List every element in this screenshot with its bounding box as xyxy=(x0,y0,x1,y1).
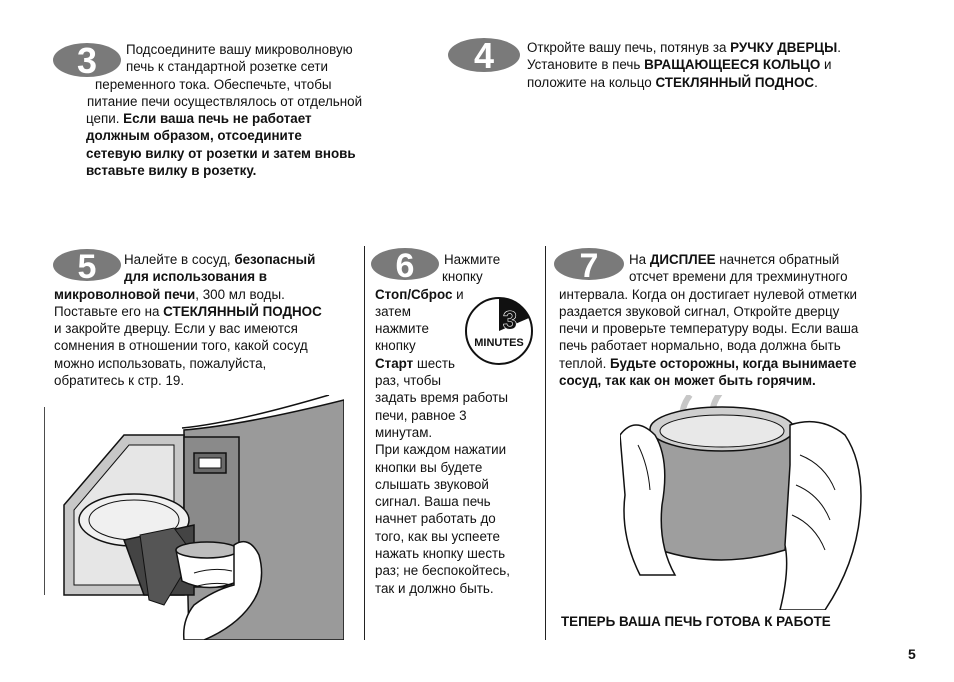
step-7-badge: 7 xyxy=(553,247,625,281)
svg-text:7: 7 xyxy=(580,247,599,281)
step-4-badge: 4 xyxy=(447,37,521,73)
column-divider-right xyxy=(545,246,546,640)
svg-text:6: 6 xyxy=(396,247,415,281)
hands-holding-cup-illustration xyxy=(620,395,862,610)
svg-text:4: 4 xyxy=(474,37,494,73)
timer-3-minutes-icon: 3 MINUTES xyxy=(465,297,533,365)
step-4-text: Откройте вашу печь, потянув за РУЧКУ ДВЕ… xyxy=(527,40,841,90)
column-divider-left xyxy=(364,246,365,640)
step-7-text: На ДИСПЛЕЕ начнется обратный отсчет врем… xyxy=(559,252,859,389)
svg-text:3: 3 xyxy=(77,42,97,78)
step-6-badge: 6 xyxy=(370,247,440,281)
step-5-badge: 5 xyxy=(52,248,122,282)
step-6-text: Нажмите кнопку Стоп/Сброс и затем нажмит… xyxy=(375,252,511,596)
timer-label: MINUTES xyxy=(474,337,524,349)
svg-text:5: 5 xyxy=(78,248,97,282)
timer-number: 3 xyxy=(503,305,517,335)
step-7-number-icon: 7 xyxy=(554,247,624,281)
step-4-number-icon: 4 xyxy=(448,37,520,73)
step-6-number-icon: 6 xyxy=(371,247,439,281)
microwave-illustration xyxy=(44,395,344,640)
step-3-text: Подсоедините вашу микроволновую печь к с… xyxy=(86,42,363,179)
page-number: 5 xyxy=(908,646,916,662)
ready-message: ТЕПЕРЬ ВАША ПЕЧЬ ГОТОВА К РАБОТЕ xyxy=(561,614,831,629)
step-5-text: Налейте в сосуд, безопасный для использо… xyxy=(54,252,322,389)
step-3-badge: 3 xyxy=(52,42,122,78)
step-3-number-icon: 3 xyxy=(53,42,121,78)
step-5-number-icon: 5 xyxy=(53,248,121,282)
